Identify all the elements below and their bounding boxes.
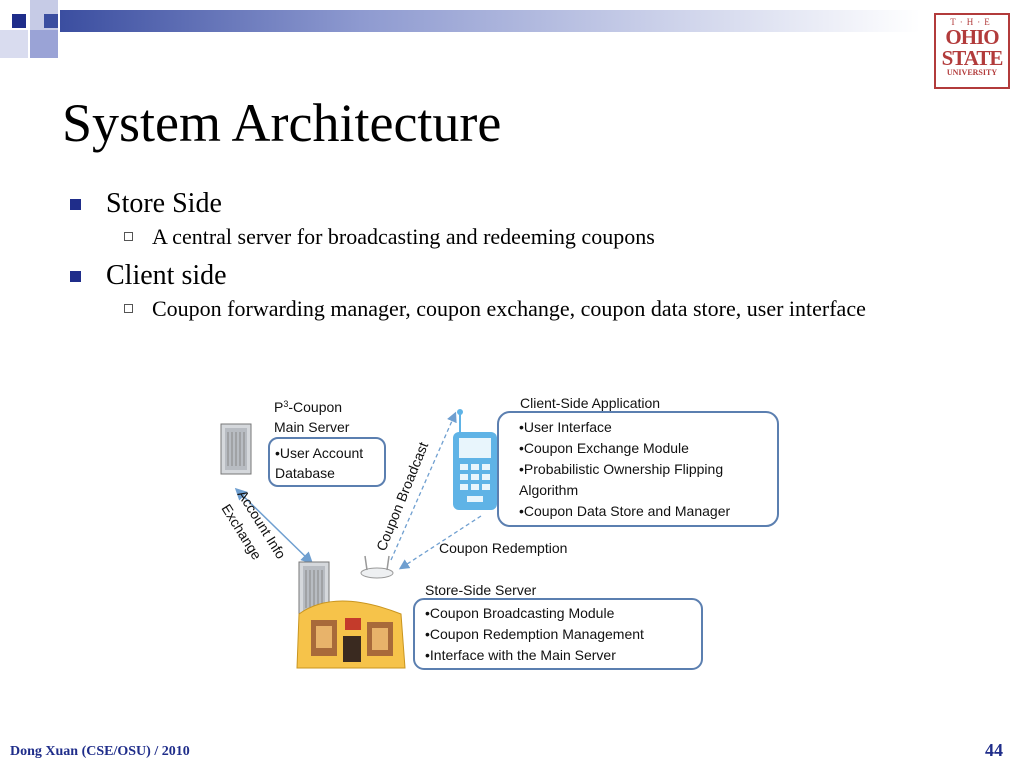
bullet-list: Store Side A central server for broadcas… bbox=[68, 184, 988, 330]
square-bullet-icon bbox=[70, 271, 81, 282]
slide-title: System Architecture bbox=[62, 93, 502, 153]
client-app-item: •Coupon Exchange Module bbox=[519, 440, 689, 456]
client-app-box bbox=[497, 411, 779, 527]
sub-bullet-text: Coupon forwarding manager, coupon exchan… bbox=[152, 296, 866, 321]
coupon-redemption-arrow bbox=[398, 515, 482, 570]
corner-decoration bbox=[0, 0, 90, 60]
bullet-label: Client side bbox=[106, 260, 227, 291]
coupon-broadcast-arrow bbox=[390, 411, 457, 561]
hollow-square-bullet-icon bbox=[124, 232, 133, 241]
store-server-item: •Coupon Broadcasting Module bbox=[425, 605, 615, 621]
main-server-subtitle: Main Server bbox=[274, 419, 350, 435]
store-server-title: Store-Side Server bbox=[425, 582, 537, 598]
bullet-item: Store Side bbox=[68, 186, 988, 222]
client-app-title: Client-Side Application bbox=[520, 395, 660, 411]
client-app-item: •Probabilistic Ownership Flipping bbox=[519, 461, 723, 477]
university-logo: T·H·E OHIO STATE UNIVERSITY bbox=[934, 13, 1010, 89]
main-server-box bbox=[268, 437, 386, 487]
sub-bullet-text: A central server for broadcasting and re… bbox=[152, 224, 655, 249]
account-info-arrow bbox=[234, 487, 314, 565]
main-server-item: •User Account bbox=[275, 445, 363, 461]
square-bullet-icon bbox=[70, 199, 81, 210]
bullet-item: Client side bbox=[68, 258, 988, 294]
storefront-icon bbox=[296, 600, 406, 669]
wireless-router-icon bbox=[360, 555, 394, 579]
mobile-phone-icon bbox=[453, 409, 497, 510]
store-server-item: •Coupon Redemption Management bbox=[425, 626, 644, 642]
coupon-redemption-label: Coupon Redemption bbox=[439, 540, 567, 556]
main-server-title: P3-Coupon bbox=[274, 399, 342, 415]
title-bar-gradient bbox=[60, 10, 920, 32]
client-app-item: Algorithm bbox=[519, 482, 578, 498]
footer-author: Dong Xuan (CSE/OSU) / 2010 bbox=[10, 744, 190, 759]
store-server-item: •Interface with the Main Server bbox=[425, 647, 616, 663]
client-app-item: •User Interface bbox=[519, 419, 612, 435]
sub-bullet-item: A central server for broadcasting and re… bbox=[122, 222, 988, 252]
page-number: 44 bbox=[985, 740, 1003, 760]
store-server-box bbox=[413, 598, 703, 670]
hollow-square-bullet-icon bbox=[124, 304, 133, 313]
sub-bullet-item: Coupon forwarding manager, coupon exchan… bbox=[122, 294, 988, 324]
main-server-item: Database bbox=[275, 465, 335, 481]
architecture-diagram: P3-Coupon Main Server •User Account Data… bbox=[218, 395, 779, 670]
main-server-icon bbox=[220, 423, 252, 475]
client-app-item: •Coupon Data Store and Manager bbox=[519, 503, 730, 519]
bullet-label: Store Side bbox=[106, 188, 222, 219]
